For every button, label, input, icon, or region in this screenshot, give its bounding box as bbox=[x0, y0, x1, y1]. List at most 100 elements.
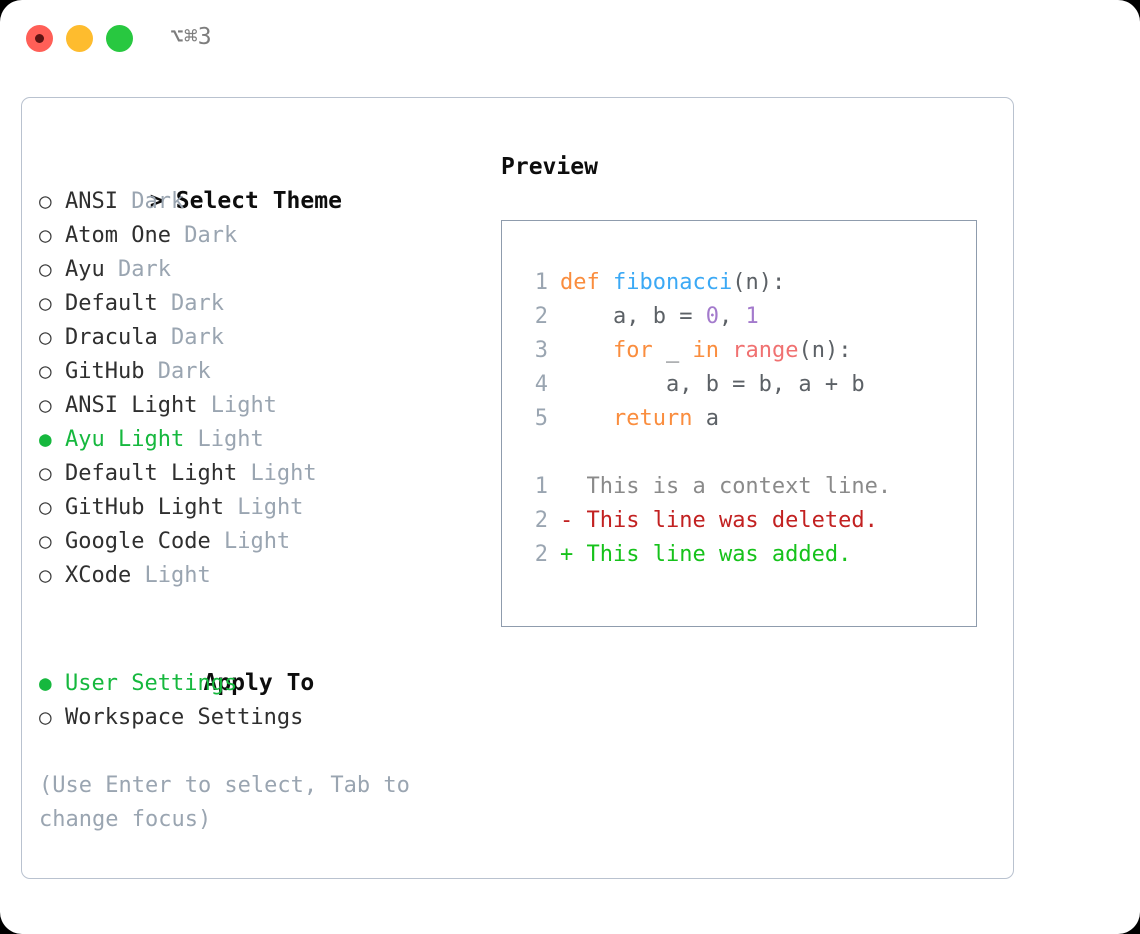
code-token: in bbox=[692, 338, 719, 363]
apply-to-heading: >Apply To bbox=[39, 632, 479, 696]
radio-selected-icon[interactable]: ● bbox=[39, 671, 52, 695]
keyboard-hint: (Use Enter to select, Tab to change focu… bbox=[39, 773, 410, 832]
content-panel: >Select Theme ○ANSI Dark○Atom One Dark○A… bbox=[21, 97, 1014, 879]
theme-name: XCode bbox=[65, 563, 132, 588]
diff-sign: + bbox=[560, 542, 574, 567]
apply-to-label: User Settings bbox=[65, 671, 238, 696]
theme-name: Default bbox=[65, 291, 158, 316]
theme-list-item[interactable]: ○Dracula Dark bbox=[39, 320, 479, 354]
radio-unselected-icon[interactable]: ○ bbox=[39, 257, 52, 281]
theme-list-item[interactable]: ○ANSI Light Light bbox=[39, 388, 479, 422]
line-number: 2 bbox=[534, 542, 548, 567]
diff-line: 1 This is a context line. bbox=[518, 470, 970, 504]
code-token: range bbox=[732, 338, 799, 363]
title-bar: ⌥⌘3 bbox=[0, 0, 1140, 78]
theme-list-item[interactable]: ○ GitHub Dark bbox=[39, 354, 479, 388]
theme-list-item[interactable]: ○Google Code Light bbox=[39, 524, 479, 558]
apply-to-section: >Apply To ● User Settings ○ Workspace Setti… bbox=[39, 632, 479, 734]
theme-name: Ayu Light bbox=[65, 427, 185, 452]
close-button[interactable] bbox=[26, 25, 53, 52]
theme-list-item[interactable]: ○Default Dark bbox=[39, 286, 479, 320]
diff-line: 2 + This line was added. bbox=[518, 538, 970, 572]
theme-variant-tag: Dark bbox=[118, 257, 171, 282]
radio-unselected-icon[interactable]: ○ bbox=[39, 705, 52, 729]
code-token: return bbox=[612, 406, 693, 431]
code-token: for bbox=[612, 338, 653, 363]
radio-unselected-icon[interactable]: ○ bbox=[39, 393, 52, 417]
theme-name: GitHub bbox=[65, 359, 145, 384]
radio-unselected-icon[interactable]: ○ bbox=[39, 461, 52, 485]
select-theme-heading: > Select Theme bbox=[39, 150, 479, 214]
radio-unselected-icon[interactable]: ○ bbox=[39, 563, 52, 587]
code-token: 0 bbox=[705, 304, 719, 329]
theme-picker-column: >Select Theme ○ANSI Dark○Atom One Dark○A… bbox=[39, 150, 479, 837]
radio-unselected-icon[interactable]: ○ bbox=[39, 291, 52, 315]
diff-lines: 1 This is a context line. 2- This line wa… bbox=[518, 470, 970, 572]
shortcut-label: ⌥⌘3 bbox=[170, 24, 212, 50]
theme-variant-tag: Dark bbox=[157, 359, 211, 384]
line-number: 5 bbox=[534, 406, 548, 431]
theme-variant-tag: Dark bbox=[170, 325, 224, 350]
radio-unselected-icon[interactable]: ○ bbox=[39, 223, 52, 247]
code-line: 4 a, b = b, a + b bbox=[518, 368, 970, 402]
line-number: 1 bbox=[534, 270, 548, 295]
theme-list[interactable]: ○ANSI Dark○Atom One Dark○Ayu Dark○Defaul… bbox=[39, 184, 479, 592]
code-token bbox=[560, 406, 613, 431]
radio-unselected-icon[interactable]: ○ bbox=[39, 325, 52, 349]
theme-name: Atom One bbox=[65, 223, 171, 248]
theme-list-item[interactable]: ●Ayu Light Light bbox=[39, 422, 479, 456]
apply-to-heading-label: Apply To bbox=[203, 670, 315, 696]
maximize-button[interactable] bbox=[106, 25, 133, 52]
code-token: fibonacci bbox=[612, 270, 733, 295]
theme-variant-tag: Dark bbox=[131, 189, 185, 214]
theme-name: Default Light bbox=[65, 461, 238, 486]
radio-unselected-icon[interactable]: ○ bbox=[39, 495, 52, 519]
minimize-button[interactable] bbox=[66, 25, 93, 52]
code-token: 1 bbox=[745, 304, 759, 329]
diff-text: This line was deleted. bbox=[573, 508, 878, 533]
code-line: 3 for _ in range(n): bbox=[518, 334, 970, 368]
code-token bbox=[719, 338, 732, 363]
select-theme-heading-label: Select Theme bbox=[175, 188, 342, 214]
diff-text: This line was added. bbox=[573, 542, 852, 567]
diff-sign: - bbox=[560, 508, 574, 533]
theme-variant-tag: Light bbox=[144, 563, 211, 588]
radio-selected-icon[interactable]: ● bbox=[39, 427, 52, 451]
radio-unselected-icon[interactable]: ○ bbox=[39, 359, 52, 383]
line-number: 2 bbox=[534, 508, 548, 533]
radio-unselected-icon[interactable]: ○ bbox=[39, 189, 52, 213]
code-token: (n): bbox=[798, 338, 852, 363]
caret-icon: > bbox=[149, 188, 164, 214]
code-token: a, b = b, a + b bbox=[560, 372, 865, 397]
theme-name: ANSI bbox=[65, 189, 118, 214]
code-token: a, b = bbox=[560, 304, 706, 329]
line-number: 3 bbox=[534, 338, 548, 363]
preview-title: Preview bbox=[501, 154, 598, 180]
code-token: (n): bbox=[732, 270, 786, 295]
theme-variant-tag: Light bbox=[237, 495, 304, 520]
apply-to-label: Workspace Settings bbox=[65, 705, 304, 730]
code-token: def bbox=[560, 270, 613, 295]
theme-list-item[interactable]: ○ XCode Light bbox=[39, 558, 479, 592]
apply-to-list[interactable]: ● User Settings ○ Workspace Settings bbox=[39, 666, 479, 734]
code-token bbox=[560, 338, 613, 363]
radio-unselected-icon[interactable]: ○ bbox=[39, 529, 52, 553]
theme-list-item[interactable]: ○Ayu Dark bbox=[39, 252, 479, 286]
line-number: 1 bbox=[534, 474, 548, 499]
theme-list-item[interactable]: ○ ANSI Dark bbox=[39, 184, 479, 218]
apply-to-item[interactable]: ○ Workspace Settings bbox=[39, 700, 479, 734]
code-line: 2 a, b = 0, 1 bbox=[518, 300, 970, 334]
code-line: 1 def fibonacci(n): bbox=[518, 266, 970, 300]
theme-variant-tag: Light bbox=[250, 461, 317, 486]
code-token: , bbox=[718, 304, 746, 329]
apply-to-item[interactable]: ● User Settings bbox=[39, 666, 479, 700]
theme-list-item[interactable]: ○ Default Light Light bbox=[39, 456, 479, 490]
theme-variant-tag: Light bbox=[210, 393, 277, 418]
line-number: 4 bbox=[534, 372, 548, 397]
theme-list-item[interactable]: ○Atom One Dark bbox=[39, 218, 479, 252]
code-token: a bbox=[692, 406, 719, 431]
theme-list-item[interactable]: ○GitHub Light Light bbox=[39, 490, 479, 524]
line-number: 2 bbox=[534, 304, 548, 329]
